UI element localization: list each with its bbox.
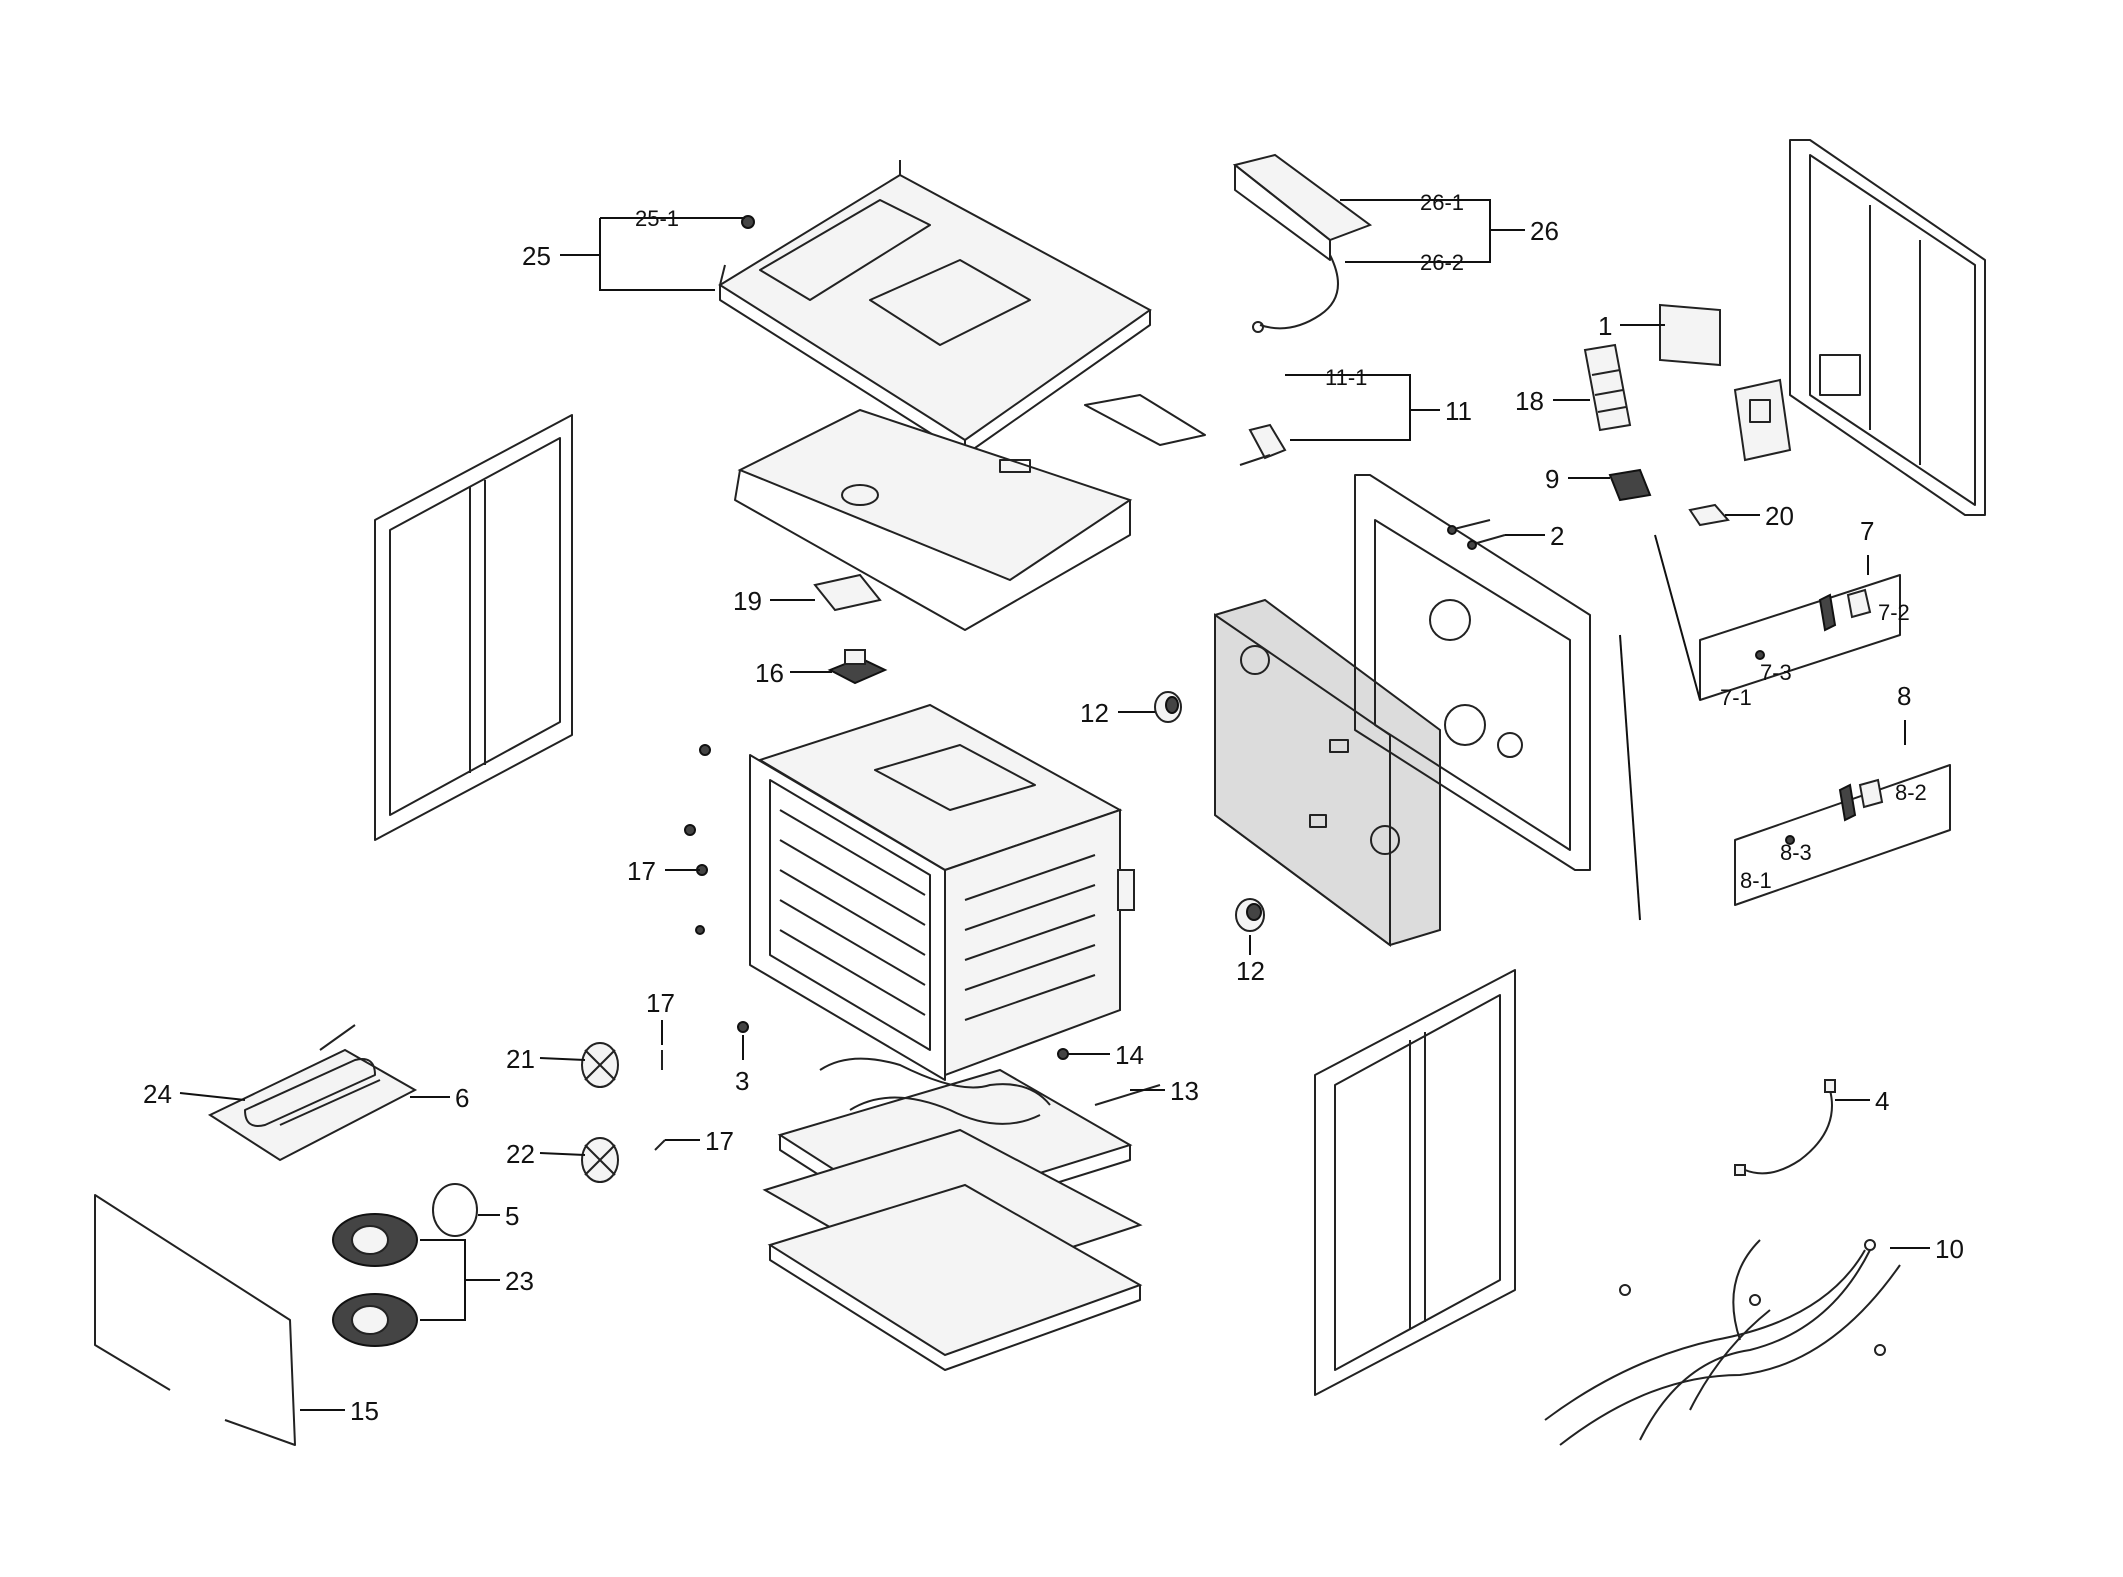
callout-11-1: 11-1 [1325,365,1367,390]
callout-13: 13 [1170,1076,1199,1106]
callout-21: 21 [506,1044,535,1074]
part-19-bracket [813,573,882,612]
callout-2: 2 [1550,521,1564,551]
rear-inner-panel [1214,598,1441,947]
part-1-plate [1659,303,1721,367]
callout-7: 7 [1860,516,1874,546]
callout-7-2: 7-2 [1878,600,1910,625]
callout-8-1: 8-1 [1740,868,1772,893]
part-4-wire [1734,1079,1836,1176]
leader-lines [179,199,1930,1411]
front-door-glass-panel [1314,969,1516,1396]
callout-14: 14 [1115,1040,1144,1070]
callout-9: 9 [1545,464,1559,494]
callout-25: 25 [522,241,551,271]
callout-12-upper: 12 [1080,698,1109,728]
callout-11: 11 [1445,396,1472,426]
callout-26-2: 26-2 [1420,250,1464,275]
callout-8: 8 [1897,681,1911,711]
callout-10: 10 [1935,1234,1964,1264]
callout-17-upper: 17 [627,856,656,886]
callout-12-lower: 12 [1236,956,1265,986]
part-8-switch-assembly [1734,764,1951,906]
callout-3: 3 [735,1066,749,1096]
callout-16: 16 [755,658,784,688]
callout-5: 5 [505,1201,519,1231]
part-11-latch [1239,423,1287,466]
callout-labels: 25 25-1 26-1 26-2 26 11-1 11 1 18 9 20 2… [143,190,1964,1426]
bottom-plates [762,1128,1143,1371]
part-10-wire-harness [1544,1239,1901,1446]
part-12-knob-lower [1235,898,1265,932]
callout-8-3: 8-3 [1780,840,1812,865]
callout-8-2: 8-2 [1895,780,1927,805]
callout-17-lower: 17 [705,1126,734,1156]
callout-1: 1 [1598,311,1612,341]
callout-23: 23 [505,1266,534,1296]
callout-15: 15 [350,1396,379,1426]
top-heat-shield [734,394,1206,631]
callout-7-3: 7-3 [1760,660,1792,685]
part-15-door-gasket [94,1194,296,1446]
left-side-panel [374,414,573,841]
back-wall-frame [1354,474,1591,871]
callout-24: 24 [143,1079,172,1109]
oven-cavity [749,703,1135,1081]
cavity-screws [684,744,711,935]
part-23-fan-covers [332,1213,418,1347]
callout-7-1: 7-1 [1720,685,1752,710]
callout-4: 4 [1875,1086,1889,1116]
callout-17-middle: 17 [646,988,675,1018]
callout-26-1: 26-1 [1420,190,1464,215]
part-3-nut [737,1021,749,1033]
part-17-pins [654,1050,666,1151]
part-18-grille [1583,343,1632,432]
callout-18: 18 [1515,386,1544,416]
callout-26: 26 [1530,216,1559,246]
right-back-panel [1789,139,1986,516]
part-12-knob-upper [1154,691,1182,723]
callout-6: 6 [455,1083,469,1113]
part-20-bracket [1688,503,1730,527]
part-7-switch-assembly [1699,574,1901,701]
part-25-top-frame [718,160,1152,456]
part-2-screws [1447,519,1506,550]
part-5-gasket-ring [432,1183,478,1237]
rear-terminal-bracket [1733,378,1792,462]
part-16-light-socket [827,649,888,685]
part-14-screw [1057,1048,1069,1060]
part-9-terminal-block [1608,468,1652,502]
callout-20: 20 [1765,501,1794,531]
callout-22: 22 [506,1139,535,1169]
part-22-fan-blade [581,1137,619,1183]
part-6-24-broil-element [207,1024,418,1162]
part-21-fan-blade [581,1042,619,1088]
part-26-cooling-fan [1232,153,1373,333]
callout-25-1: 25-1 [635,206,679,231]
callout-19: 19 [733,586,762,616]
